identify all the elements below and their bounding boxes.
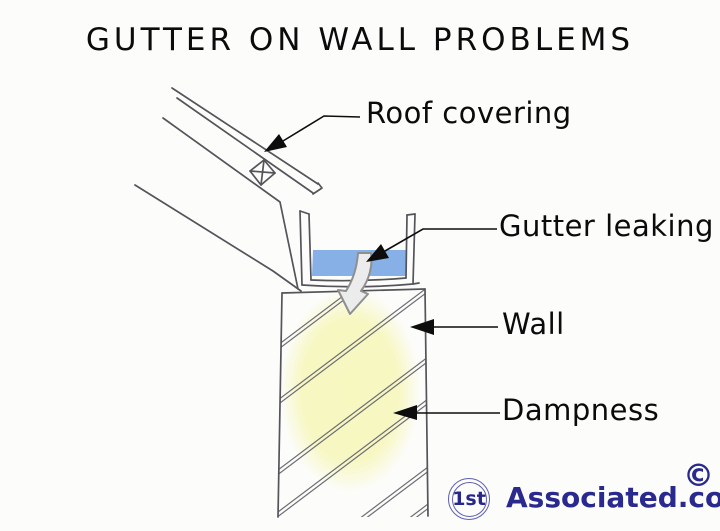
gutter-pointer-arrow <box>366 228 497 262</box>
wall-pointer-arrow <box>410 319 498 335</box>
dampness-label: Dampness <box>502 393 660 427</box>
wall-label: Wall <box>502 307 565 341</box>
gutter-leaking-label: Gutter leaking <box>499 209 714 243</box>
page-title: GUTTER ON WALL PROBLEMS <box>85 22 635 58</box>
water-drip-arrow <box>337 252 373 315</box>
roof-covering-label: Roof covering <box>366 96 572 130</box>
roof-pointer-arrow <box>264 115 361 152</box>
dampness-highlight <box>280 288 420 492</box>
dampness-pointer-arrow <box>393 405 500 420</box>
rafter-box-icon <box>249 159 276 186</box>
roof-covering-drawing <box>134 87 323 292</box>
